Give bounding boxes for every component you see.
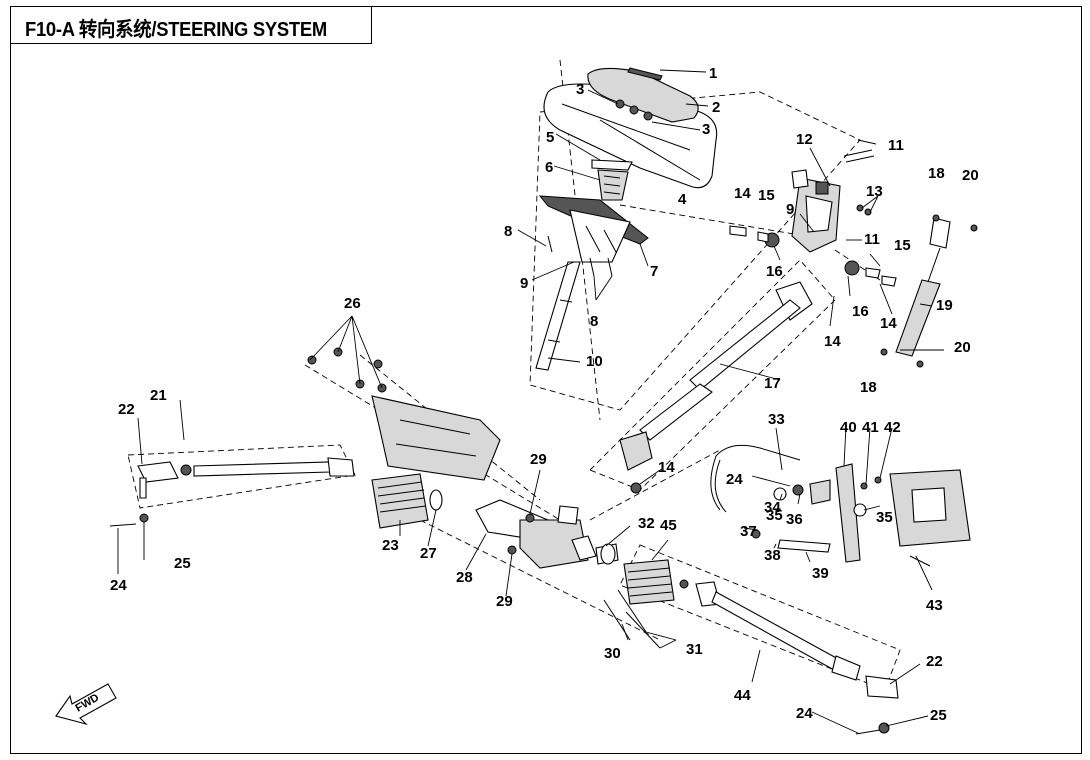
callout-number: 28 — [456, 569, 473, 586]
callout-number: 18 — [928, 165, 945, 182]
callout-number: 7 — [650, 263, 658, 280]
callout-number: 14 — [880, 315, 897, 332]
callout-number: 25 — [930, 707, 947, 724]
callout-number: 35 — [766, 507, 783, 524]
leader-lines — [117, 69, 944, 735]
callout-number: 22 — [118, 401, 135, 418]
callout-number: 8 — [590, 313, 598, 330]
callout-number: 25 — [174, 555, 191, 572]
callout-number: 33 — [768, 411, 785, 428]
callout-number: 24 — [110, 577, 127, 594]
callout-number: 24 — [796, 705, 813, 722]
callout-number: 14 — [734, 185, 751, 202]
callout-number: 4 — [678, 191, 687, 208]
steering-damper — [880, 214, 978, 368]
callout-number: 27 — [420, 545, 437, 562]
callout-number: 34 — [764, 499, 781, 516]
callout-number: 2 — [712, 99, 720, 116]
callout-number: 3 — [576, 81, 584, 98]
callout-number: 15 — [894, 237, 911, 254]
rack-bracket — [307, 347, 501, 481]
callout-number: 9 — [520, 275, 528, 292]
callout-number: 22 — [926, 653, 943, 670]
callout-number: 8 — [504, 223, 512, 240]
callout-number: 21 — [150, 387, 167, 404]
callout-number: 18 — [860, 379, 877, 396]
fwd-arrow-icon: FWD — [55, 683, 117, 726]
boot-clamp — [600, 543, 616, 565]
emblem — [627, 67, 663, 81]
callout-number: 39 — [812, 565, 829, 582]
callout-number: 42 — [884, 419, 901, 436]
callout-number: 23 — [382, 537, 399, 554]
column-bracket — [569, 209, 631, 263]
callout-number: 19 — [936, 297, 953, 314]
callout-number: 43 — [926, 597, 943, 614]
callout-number: 45 — [660, 517, 677, 534]
callout-number: 1 — [709, 65, 717, 82]
latch-cap — [791, 169, 809, 189]
callout-number: 11 — [888, 137, 904, 154]
column-shaft — [535, 261, 581, 371]
callout-number: 36 — [786, 511, 803, 528]
callout-number: 14 — [658, 459, 675, 476]
callout-number: 40 — [840, 419, 857, 436]
callout-number: 11 — [864, 231, 880, 248]
pivot-arm — [805, 195, 833, 233]
callout-number: 30 — [604, 645, 621, 662]
callout-number: 32 — [638, 515, 655, 532]
callout-number: 12 — [796, 131, 813, 148]
callout-number: 15 — [758, 187, 775, 204]
right-boot — [623, 559, 675, 605]
callout-number: 29 — [530, 451, 547, 468]
rack-and-pinion — [475, 499, 661, 649]
callout-number: 20 — [962, 167, 979, 184]
callout-number: 6 — [545, 159, 553, 176]
callout-number: 31 — [686, 641, 703, 658]
column-pivot-assembly — [729, 149, 897, 287]
page-title: F10-A 转向系统/STEERING SYSTEM — [25, 19, 327, 41]
left-tie-rod — [109, 457, 443, 529]
hub-washer — [591, 159, 633, 171]
callout-number: 41 — [862, 419, 879, 436]
clamp-ring — [429, 489, 443, 511]
callout-number: 17 — [764, 375, 781, 392]
group-outlines — [127, 59, 901, 691]
steering-wheel-assembly — [535, 67, 718, 371]
lock-block — [815, 181, 829, 195]
center-cover — [587, 67, 699, 123]
callout-number: 9 — [786, 201, 794, 218]
callout-number: 13 — [866, 183, 883, 200]
callout-number: 44 — [734, 687, 751, 704]
callout-number: 29 — [496, 593, 513, 610]
callout-number: 20 — [954, 339, 971, 356]
nut-set — [615, 99, 653, 121]
callout-number: 24 — [726, 471, 743, 488]
callout-number: 16 — [766, 263, 783, 280]
pin — [843, 149, 875, 163]
shaft-bolt — [630, 482, 642, 494]
callout-numbers: 1 2 3 3 4 5 6 7 8 8 9 9 10 11 11 12 13 1… — [110, 65, 979, 724]
callout-number: 26 — [344, 295, 361, 312]
intermediate-shaft — [619, 281, 813, 494]
callout-number: 35 — [876, 509, 893, 526]
callout-number: 38 — [764, 547, 781, 564]
callout-number: 37 — [740, 523, 757, 540]
callout-number: 3 — [702, 121, 710, 138]
title-box: F10-A 转向系统/STEERING SYSTEM — [10, 6, 372, 44]
callout-number: 10 — [586, 353, 603, 370]
bushing-right — [844, 260, 860, 276]
callout-number: 16 — [852, 303, 869, 320]
steering-lock-mechanism — [710, 444, 971, 567]
callout-number: 5 — [546, 129, 554, 146]
callout-number: 14 — [824, 333, 841, 350]
drawing-frame — [10, 6, 1082, 754]
right-tie-rod — [600, 543, 899, 735]
